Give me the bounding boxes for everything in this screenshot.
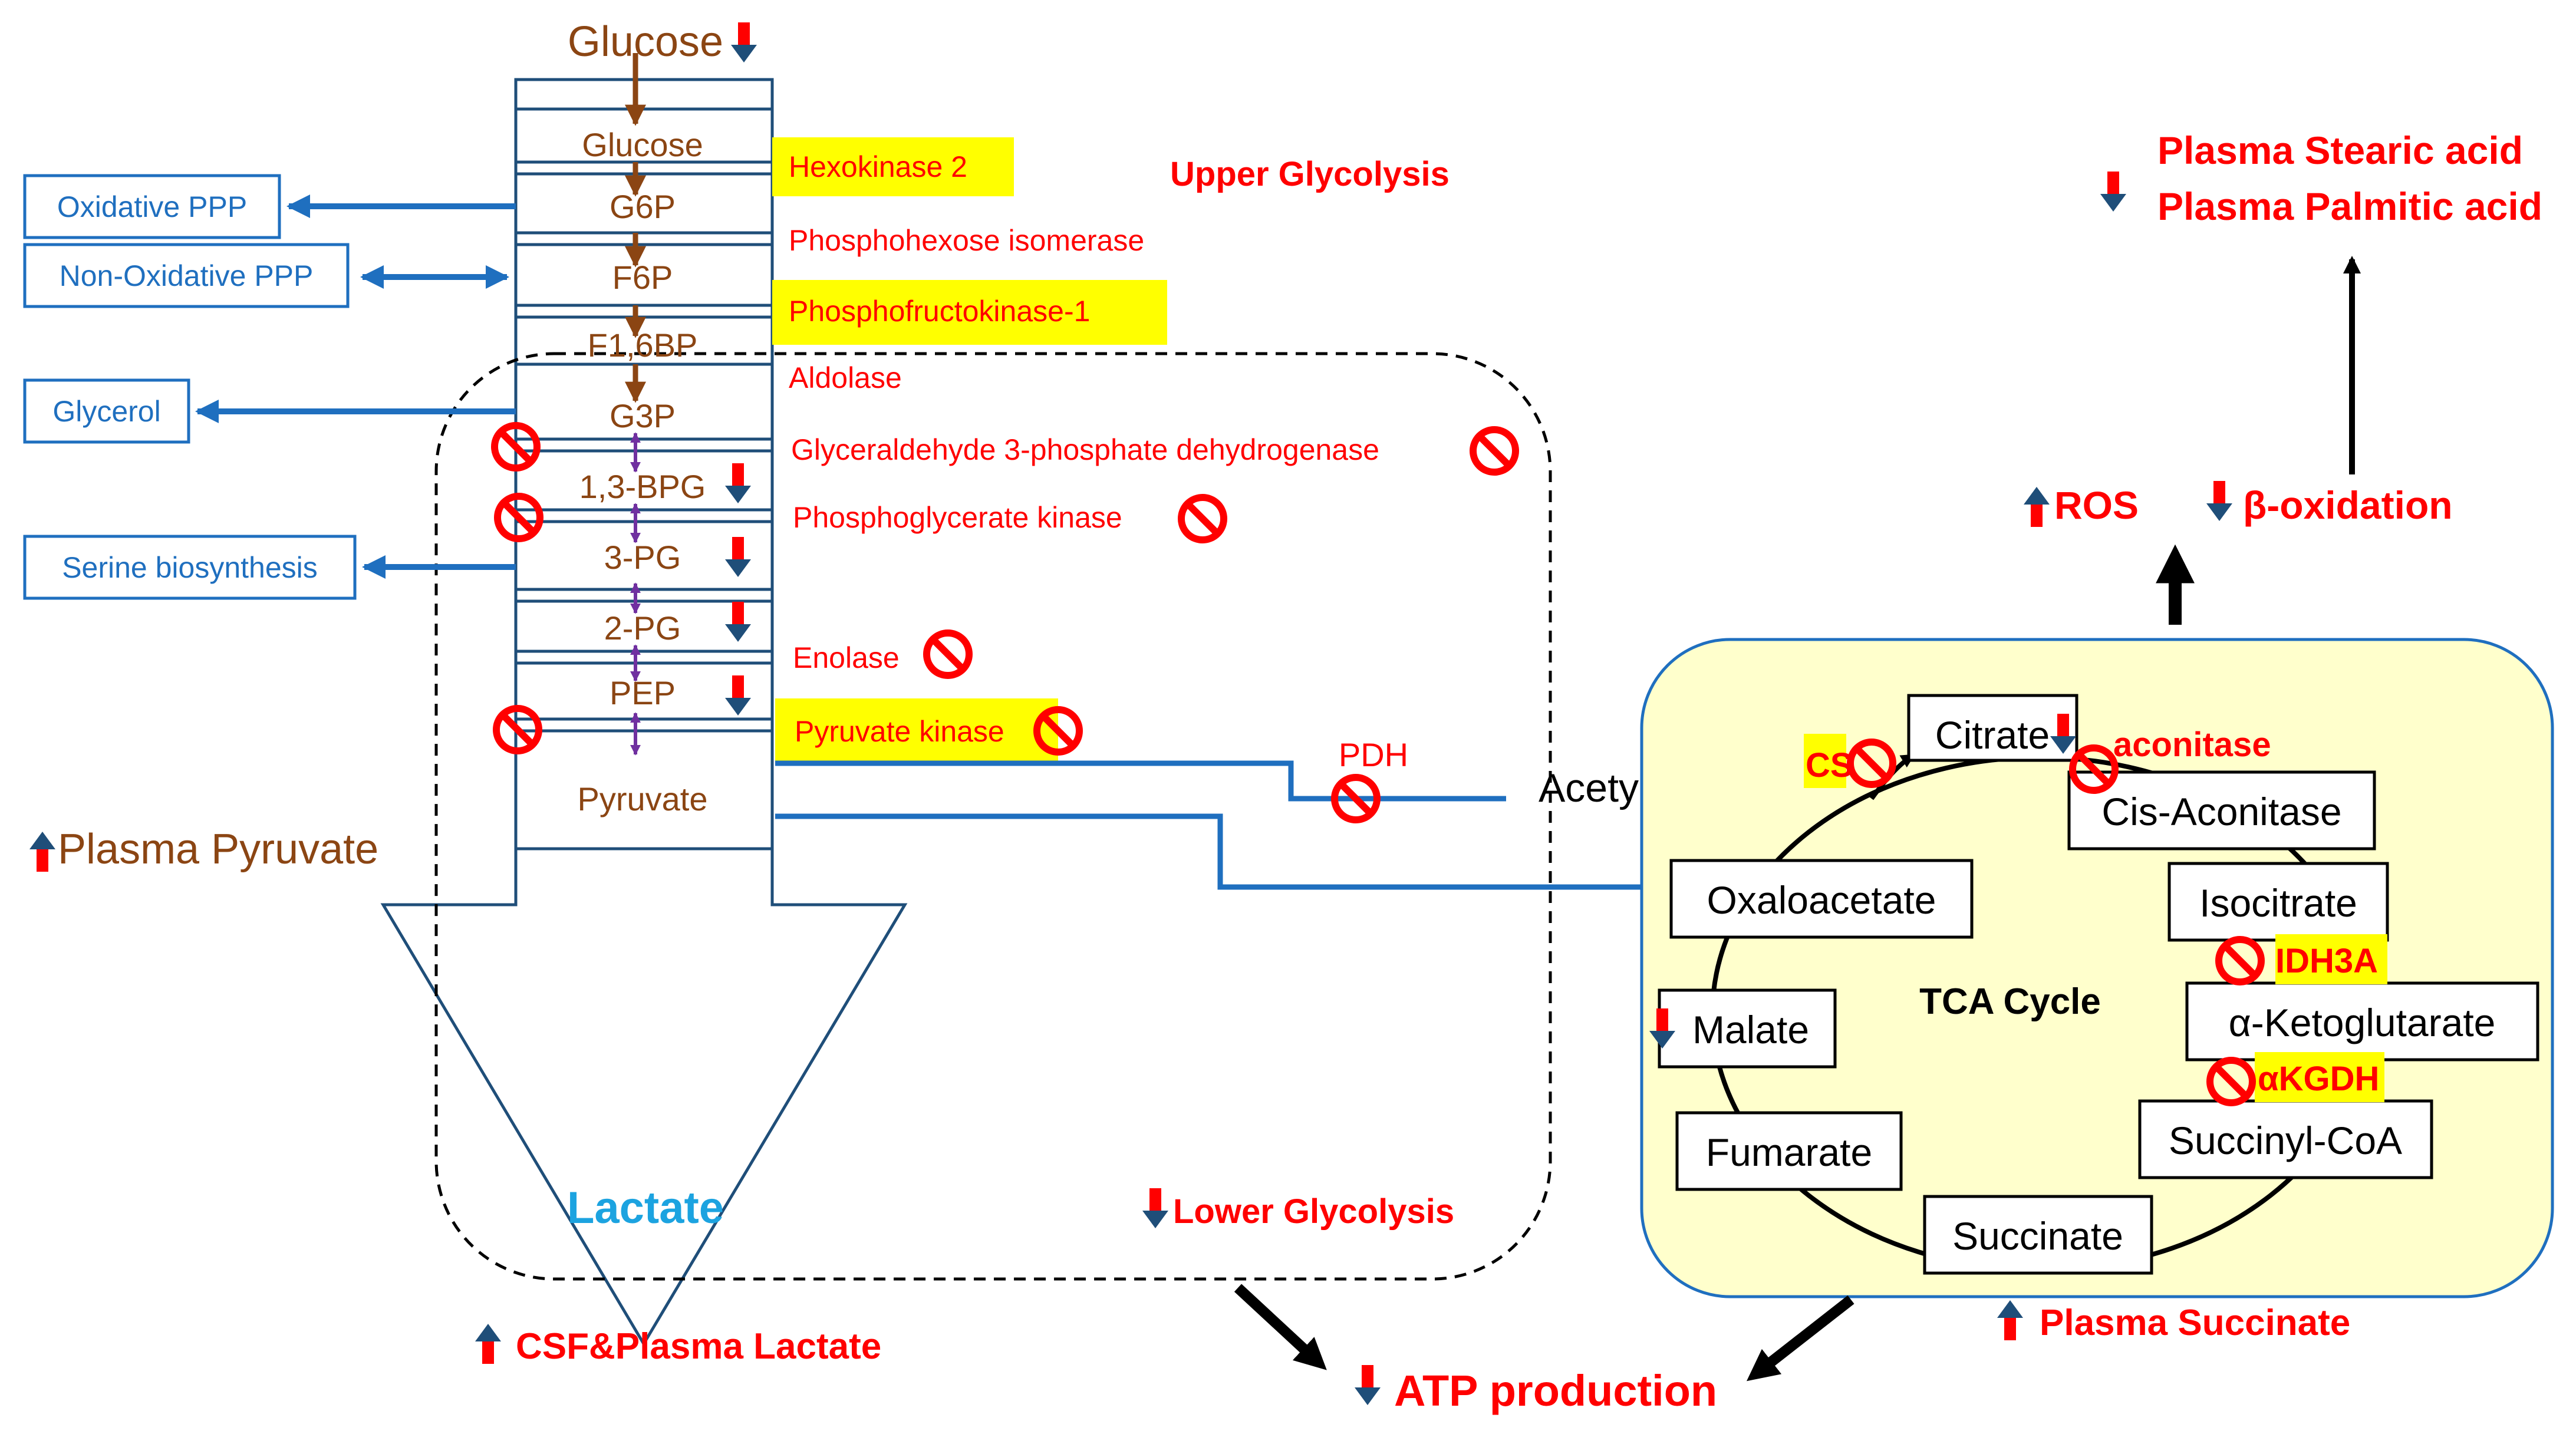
enzyme-enolase: Enolase	[793, 641, 900, 674]
serine-biosynthesis-label: Serine biosynthesis	[62, 551, 318, 584]
alpha-ketoglutarate-label: α-Ketoglutarate	[2229, 1001, 2496, 1044]
pk-highlight	[775, 698, 1058, 763]
metabolite-pyruvate: Pyruvate	[578, 780, 708, 817]
plasma-palmitic-acid-label: Plasma Palmitic acid	[2157, 184, 2542, 228]
oxidative-ppp-label: Oxidative PPP	[57, 190, 247, 223]
plasma-succinate-label: Plasma Succinate	[2040, 1303, 2350, 1343]
side-pathway-arrows	[195, 195, 516, 579]
glycolysis-metabolites: Glucose G6P F6P F1,6BP G3P 1,3-BPG 3-PG …	[578, 126, 708, 817]
cs-label: CS	[1806, 746, 1853, 784]
csf-plasma-lactate-label: CSF&Plasma Lactate	[516, 1326, 881, 1367]
glycerol-label: Glycerol	[52, 395, 160, 428]
hexokinase-highlight	[772, 137, 1014, 196]
oxaloacetate-label: Oxaloacetate	[1707, 878, 1936, 922]
metabolite-f6p: F6P	[612, 259, 673, 296]
tca-cycle-title: TCA Cycle	[1919, 981, 2101, 1022]
metabolite-f16bp: F1,6BP	[588, 327, 698, 364]
succinate-label: Succinate	[1952, 1214, 2123, 1258]
enzyme-hexokinase: Hexokinase 2	[789, 150, 967, 183]
side-pathway-boxes	[23, 174, 357, 600]
enzyme-gapdh: Glyceraldehyde 3-phosphate dehydrogenase	[791, 433, 1379, 466]
glycolysis-enzymes: Hexokinase 2 Phosphohexose isomerase Pho…	[789, 150, 1379, 748]
enzyme-aldolase: Aldolase	[789, 361, 902, 394]
cs-highlight	[1804, 734, 1846, 788]
nonoxidative-ppp-label: Non-Oxidative PPP	[60, 259, 314, 292]
akgdh-label: αKGDH	[2258, 1060, 2379, 1098]
cis-aconitase-label: Cis-Aconitase	[2101, 790, 2341, 833]
enzyme-pk: Pyruvate kinase	[795, 715, 1004, 748]
pdh-label: PDH	[1339, 736, 1408, 773]
succinyl-coa-label: Succinyl-CoA	[2169, 1119, 2402, 1162]
glycolysis-arrow	[380, 78, 908, 1347]
beta-oxidation-label: β-oxidation	[2243, 483, 2453, 527]
isocitrate-label: Isocitrate	[2199, 881, 2357, 925]
enzyme-phi: Phosphohexose isomerase	[789, 224, 1144, 257]
enzyme-pgk: Phosphoglycerate kinase	[793, 501, 1122, 534]
idh3a-highlight	[2275, 934, 2387, 984]
metabolite-glucose: Glucose	[582, 126, 703, 163]
lactate-label: Lactate	[567, 1183, 724, 1233]
side-pathway-labels: Oxidative PPP Non-Oxidative PPP Glycerol…	[52, 190, 317, 584]
akgdh-highlight	[2255, 1052, 2384, 1102]
enzyme-pfk1: Phosphofructokinase-1	[789, 295, 1090, 328]
pfk-highlight	[772, 280, 1167, 345]
lower-glycolysis-region	[434, 352, 1552, 1281]
atp-production-label: ATP production	[1394, 1366, 1717, 1415]
fumarate-label: Fumarate	[1706, 1130, 1872, 1174]
upper-glycolysis-label: Upper Glycolysis	[1170, 155, 1450, 193]
metabolite-2pg: 2-PG	[604, 609, 681, 647]
metabolite-g3p: G3P	[610, 397, 676, 434]
lower-glycolysis-label: Lower Glycolysis	[1173, 1192, 1454, 1231]
metabolite-3pg: 3-PG	[604, 539, 681, 576]
metabolite-g6p: G6P	[610, 188, 676, 225]
ros-label: ROS	[2054, 483, 2139, 527]
citrate-label: Citrate	[1935, 713, 2050, 757]
malate-label: Malate	[1692, 1008, 1809, 1051]
metabolite-pep: PEP	[610, 674, 676, 711]
metabolite-13bpg: 1,3-BPG	[579, 468, 706, 505]
tca-enzyme-labels: CS aconitase IDH3A αKGDH	[1806, 726, 2379, 1098]
plasma-pyruvate-label: Plasma Pyruvate	[58, 826, 378, 873]
plasma-stearic-acid-label: Plasma Stearic acid	[2157, 128, 2523, 172]
step-separators	[516, 107, 772, 850]
idh3a-label: IDH3A	[2275, 942, 2378, 980]
tca-metabolite-labels: Citrate Cis-Aconitase Isocitrate α-Ketog…	[1692, 713, 2495, 1258]
atp-arrows	[1234, 1284, 1854, 1382]
aconitase-label: aconitase	[2113, 726, 2271, 764]
top-glucose-label: Glucose	[568, 18, 723, 65]
